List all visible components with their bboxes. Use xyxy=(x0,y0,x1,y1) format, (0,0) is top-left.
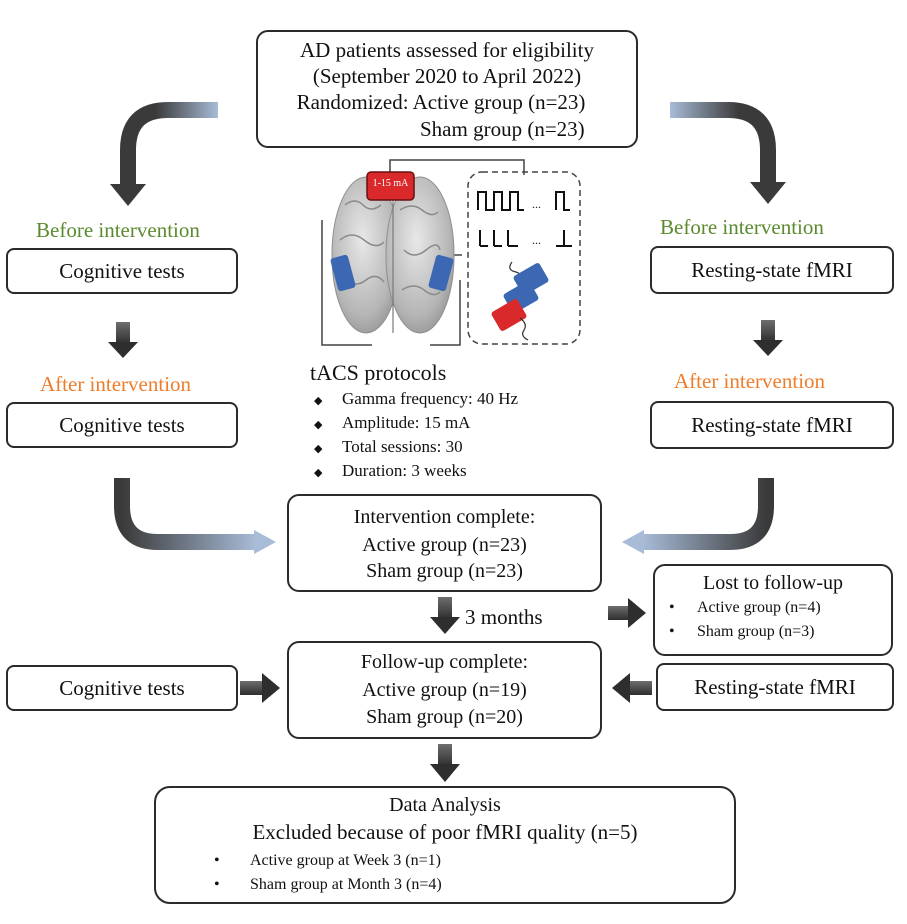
lost-title: Lost to follow-up xyxy=(703,572,843,594)
diamond-bullet-icon: ◆ xyxy=(314,395,323,407)
lost-item: •Sham group (n=3) xyxy=(669,623,815,640)
interval-label: 3 months xyxy=(465,605,543,629)
right-after-box: Resting-state fMRI xyxy=(650,401,894,449)
right-after-label: Resting-state fMRI xyxy=(691,413,853,437)
arrow-bottom-left xyxy=(114,478,276,554)
randomized-sham: Sham group (n=23) xyxy=(420,117,585,141)
arrow-to-analysis xyxy=(430,744,460,782)
arrow-right-before-after xyxy=(753,320,783,356)
right-before-heading: Before intervention xyxy=(660,215,824,239)
waveform-ellipsis-bottom: ... xyxy=(532,233,541,247)
eligibility-box: AD patients assessed for eligibility (Se… xyxy=(256,30,638,148)
eligibility-title: AD patients assessed for eligibility xyxy=(300,38,594,62)
protocol-item: ◆Amplitude: 15 mA xyxy=(314,413,471,432)
left-after-label: Cognitive tests xyxy=(59,413,185,437)
diamond-bullet-icon: ◆ xyxy=(314,443,323,455)
arrow-left-followup xyxy=(240,673,280,703)
analysis-item: •Sham group at Month 3 (n=4) xyxy=(214,876,442,893)
protocol-item: ◆Duration: 3 weeks xyxy=(314,461,467,480)
arrow-top-left xyxy=(110,102,218,206)
analysis-subtitle: Excluded because of poor fMRI quality (n… xyxy=(252,820,638,844)
lost-item: •Active group (n=4) xyxy=(669,599,821,616)
data-analysis-box: Data Analysis Excluded because of poor f… xyxy=(154,786,736,904)
protocol-item: ◆Gamma frequency: 40 Hz xyxy=(314,389,519,408)
left-before-label: Cognitive tests xyxy=(59,259,185,283)
left-before-box: Cognitive tests xyxy=(6,248,238,294)
waveform-ellipsis-top: ... xyxy=(532,197,541,211)
right-followup-box: Resting-state fMRI xyxy=(656,663,894,711)
intervention-title: Intervention complete: xyxy=(353,506,536,528)
right-before-label: Resting-state fMRI xyxy=(691,258,853,282)
lost-followup-box: Lost to follow-up •Active group (n=4) •S… xyxy=(653,564,893,656)
protocol-item: ◆Total sessions: 30 xyxy=(314,437,463,456)
left-followup-box: Cognitive tests xyxy=(6,665,238,711)
arrow-left-before-after xyxy=(108,322,138,358)
arrow-right-followup xyxy=(612,673,652,703)
arrow-bottom-right xyxy=(622,478,774,554)
diamond-bullet-icon: ◆ xyxy=(314,419,323,431)
right-after-heading: After intervention xyxy=(674,369,826,393)
intervention-active: Active group (n=23) xyxy=(362,534,527,556)
bullet-icon: • xyxy=(214,852,220,869)
intervention-complete-box: Intervention complete: Active group (n=2… xyxy=(287,494,602,592)
followup-sham: Sham group (n=20) xyxy=(366,706,523,728)
brain-illustration xyxy=(321,159,525,346)
bullet-icon: • xyxy=(669,599,675,616)
eligibility-period: (September 2020 to April 2022) xyxy=(312,64,582,88)
followup-active: Active group (n=19) xyxy=(362,679,527,701)
right-followup-label: Resting-state fMRI xyxy=(694,675,856,699)
left-before-heading: Before intervention xyxy=(36,218,200,242)
arrow-to-lost xyxy=(608,598,646,628)
right-before-box: Resting-state fMRI xyxy=(650,246,894,294)
protocol-title: tACS protocols xyxy=(310,360,447,385)
electrode-current-label: 1-15 mA xyxy=(372,178,409,189)
followup-title: Follow-up complete: xyxy=(360,651,529,673)
analysis-item: •Active group at Week 3 (n=1) xyxy=(214,852,441,869)
randomized-active: Randomized: Active group (n=23) xyxy=(296,90,586,114)
left-after-box: Cognitive tests xyxy=(6,402,238,448)
analysis-title: Data Analysis xyxy=(389,794,501,816)
diamond-bullet-icon: ◆ xyxy=(314,467,323,479)
left-after-heading: After intervention xyxy=(40,372,192,396)
waveform-panel xyxy=(467,171,581,345)
left-followup-label: Cognitive tests xyxy=(59,676,185,700)
arrow-three-months xyxy=(430,597,460,634)
intervention-sham: Sham group (n=23) xyxy=(366,560,523,582)
bullet-icon: • xyxy=(214,876,220,893)
followup-complete-box: Follow-up complete: Active group (n=19) … xyxy=(287,641,602,739)
bullet-icon: • xyxy=(669,623,675,640)
arrow-top-right xyxy=(670,102,786,204)
